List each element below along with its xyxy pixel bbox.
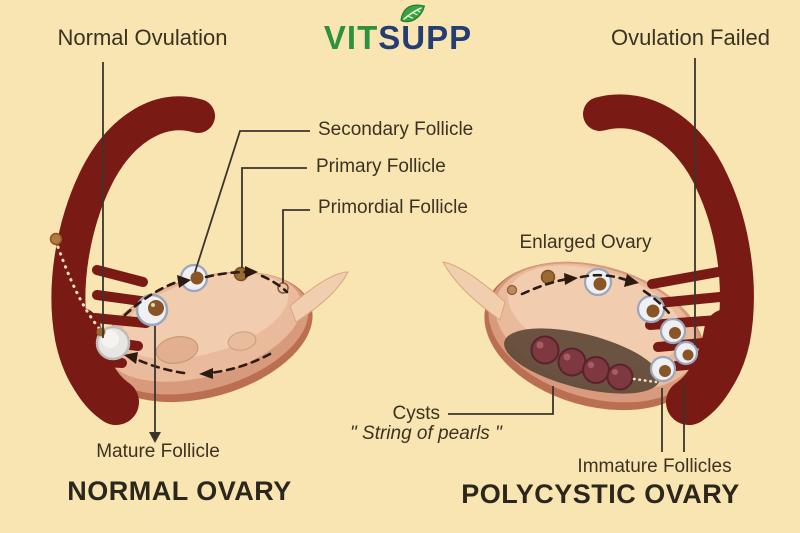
corpus-luteum [155, 336, 199, 364]
mature-follicle-label: Mature Follicle [96, 441, 220, 462]
left-arrowheads [124, 266, 258, 379]
primary-follicle-label: Primary Follicle [316, 156, 446, 177]
left-connector-lines [102, 62, 310, 436]
logo-vit-text: VIT [323, 19, 379, 56]
cyst-pearl-highlights [536, 341, 618, 375]
immature-follicle-small [506, 284, 518, 296]
primordial-follicle-label: Primordial Follicle [318, 197, 468, 218]
cysts-label: Cysts [392, 403, 441, 424]
released-egg [49, 232, 63, 246]
secondary-follicle-pointer [194, 130, 310, 273]
ovulation-failed-label: Ovulation Failed [611, 25, 770, 50]
left-tube-ampulla [55, 307, 139, 425]
ovulating-follicle-highlight [101, 330, 119, 348]
corpus-albicans [227, 331, 257, 351]
leaf-icon [400, 4, 426, 23]
logo-supp-text: SUPP [378, 19, 473, 56]
mature-follicle-egg [148, 300, 164, 316]
mature-pointer-arrowhead [149, 432, 161, 443]
immature-follicle-eggs [593, 277, 694, 377]
enlarged-ovary-label: Enlarged Ovary [519, 232, 652, 253]
right-connector-lines [448, 58, 696, 452]
right-cycle-arrows [520, 273, 671, 315]
secondary-follicle-egg [190, 271, 204, 285]
normal-ovary-heading: NORMAL OVARY [67, 476, 292, 506]
vitsupp-logo: VITSUPP [298, 19, 498, 57]
egg-at-fimbria [96, 327, 106, 337]
right-ovary-ligament [442, 261, 506, 321]
left-cycle-arrows [123, 270, 289, 375]
secondary-follicle-label: Secondary Follicle [318, 119, 474, 140]
mature-follicle-glint [151, 303, 155, 307]
primordial-follicle-pointer [282, 209, 310, 283]
right-arrowheads [564, 273, 639, 287]
egg-path-dotted-trail [56, 245, 104, 334]
left-ovary-ligament [289, 271, 349, 323]
normal-ovulation-label: Normal Ovulation [57, 25, 228, 50]
right-tube-ampulla [666, 309, 750, 425]
normal-ovary-diagram [49, 62, 349, 443]
polycystic-ovary-heading: POLYCYSTIC OVARY [461, 479, 740, 509]
immature-follicles-label: Immature Follicles [577, 456, 732, 477]
cysts-pointer [448, 386, 554, 415]
primary-follicle-pointer [241, 167, 307, 268]
pearl-dotted-trail [632, 377, 658, 384]
polycystic-ovary-diagram [442, 58, 754, 452]
string-of-pearls-label: " String of pearls " [350, 423, 502, 444]
